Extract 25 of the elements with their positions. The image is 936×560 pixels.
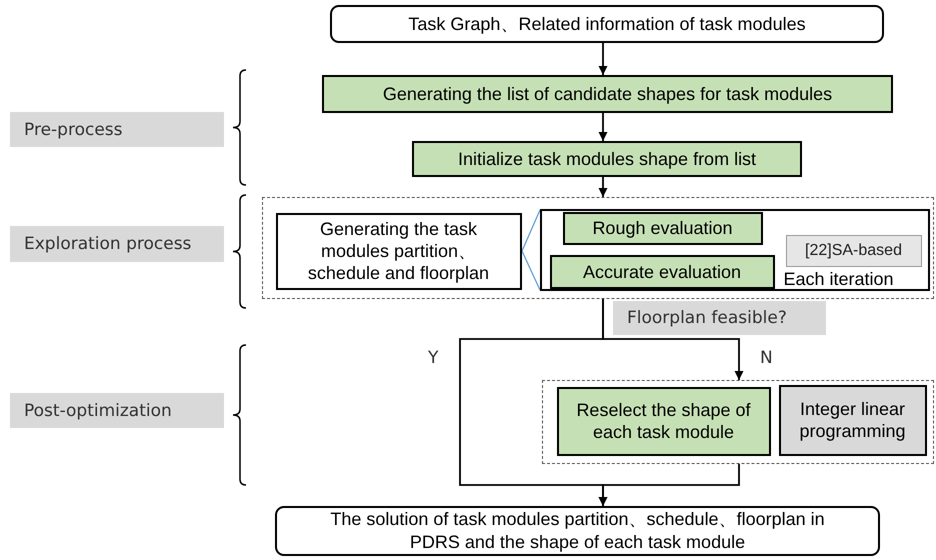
process-box: Reselect the shape of each task module bbox=[556, 386, 770, 456]
process-box: Generating the list of candidate shapes for task modules bbox=[322, 75, 893, 113]
condition-label: Floorplan feasible? bbox=[613, 301, 826, 335]
arrow bbox=[598, 113, 608, 141]
dashed-group-box bbox=[542, 380, 934, 464]
zoom-line bbox=[521, 210, 541, 252]
stage-label: Exploration process bbox=[10, 226, 224, 262]
method-tag: [22]SA-based bbox=[786, 234, 922, 266]
arrow bbox=[598, 177, 608, 197]
arrow bbox=[598, 464, 740, 506]
evaluation-box bbox=[540, 208, 930, 290]
start-box: Task Graph、Related information of task modules bbox=[330, 5, 884, 43]
zoom-line bbox=[521, 250, 541, 290]
process-box: Accurate evaluation bbox=[550, 254, 774, 288]
iteration-note: Each iteration bbox=[784, 268, 894, 290]
stage-label: Pre-process bbox=[10, 112, 224, 147]
arrow bbox=[602, 299, 744, 380]
stage-label: Post-optimization bbox=[10, 393, 224, 428]
arrow bbox=[598, 43, 608, 75]
dashed-group-box bbox=[262, 197, 934, 299]
process-box: Generating the task modules partition、schedule and floorplan bbox=[276, 212, 522, 290]
process-box: Initialize task modules shape from list bbox=[412, 141, 802, 177]
process-box: Rough evaluation bbox=[562, 212, 762, 244]
method-box: Integer linear programming bbox=[778, 384, 926, 456]
result-box: The solution of task modules partition、schedule、floorplan in PDRS and the shape of each task module bbox=[275, 506, 880, 556]
